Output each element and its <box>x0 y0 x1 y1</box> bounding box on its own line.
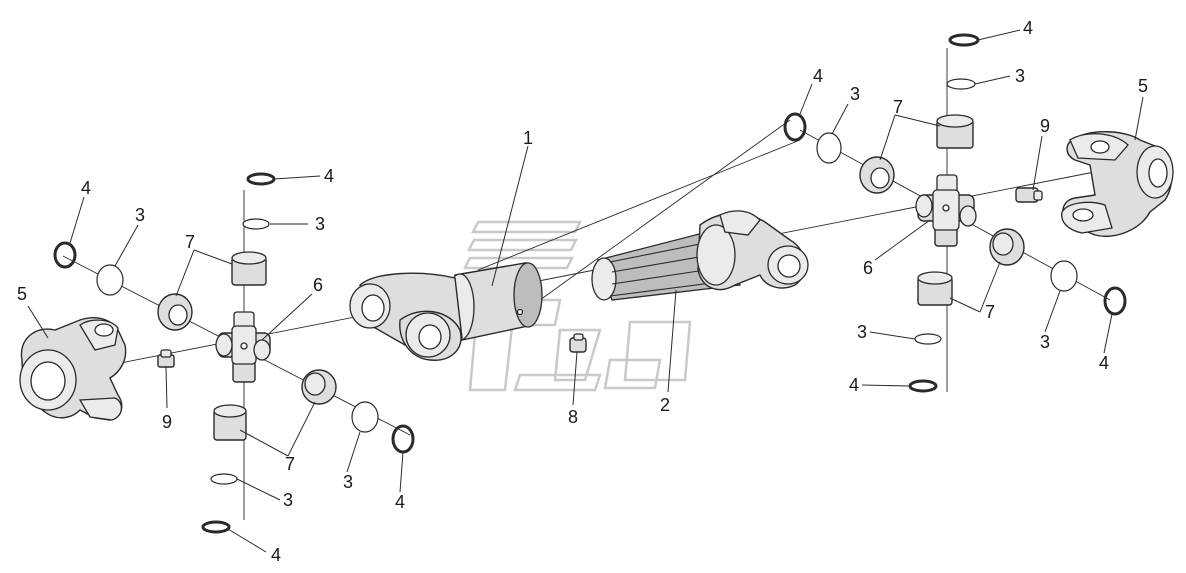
callout-3-right-d: 3 <box>856 322 868 342</box>
leader-lines <box>27 29 1144 553</box>
callout-4-left-c: 4 <box>394 492 406 512</box>
callout-4-right-c: 4 <box>1098 353 1110 373</box>
callout-3-left-b: 3 <box>314 214 326 234</box>
callout-4-left-d: 4 <box>270 545 282 565</box>
callout-7-right-upper: 7 <box>892 97 904 117</box>
grease-nipples <box>157 187 1043 368</box>
callout-7-left-lower: 7 <box>284 454 296 474</box>
callout-5-left-yoke: 5 <box>16 284 28 304</box>
left-bearing-cups <box>157 251 337 441</box>
left-spider-cross <box>215 311 271 383</box>
callout-4-right-b: 4 <box>1022 18 1034 38</box>
tube-shaft <box>349 262 543 361</box>
callout-3-right-a: 3 <box>849 84 861 104</box>
right-washers-rings <box>783 33 1127 393</box>
callout-4-left-b: 4 <box>323 166 335 186</box>
callout-5-right-yoke: 5 <box>1137 76 1149 96</box>
callout-1-tube: 1 <box>522 128 534 148</box>
right-spider-cross <box>915 174 977 247</box>
callout-6-left-cross: 6 <box>312 275 324 295</box>
callout-4-left-a: 4 <box>80 178 92 198</box>
callout-2-splined-shaft: 2 <box>659 395 671 415</box>
right-bearing-cups <box>859 114 1025 306</box>
splined-shaft <box>591 210 809 301</box>
callout-8-grease-nipple: 8 <box>567 407 579 427</box>
callout-3-left-c: 3 <box>342 472 354 492</box>
callout-7-left-upper: 7 <box>184 232 196 252</box>
callout-6-right-cross: 6 <box>862 258 874 278</box>
callout-3-left-d: 3 <box>282 490 294 510</box>
callout-9-left-nipple: 9 <box>161 412 173 432</box>
callout-4-right-a: 4 <box>812 66 824 86</box>
callout-4-right-d: 4 <box>848 375 860 395</box>
right-flange-yoke <box>1061 131 1174 237</box>
callout-3-left-a: 3 <box>134 205 146 225</box>
callout-3-right-b: 3 <box>1014 66 1026 86</box>
callout-9-right-nipple: 9 <box>1039 116 1051 136</box>
left-flange-yoke <box>19 317 127 421</box>
callout-3-right-c: 3 <box>1039 332 1051 352</box>
callout-7-right-lower: 7 <box>984 302 996 322</box>
